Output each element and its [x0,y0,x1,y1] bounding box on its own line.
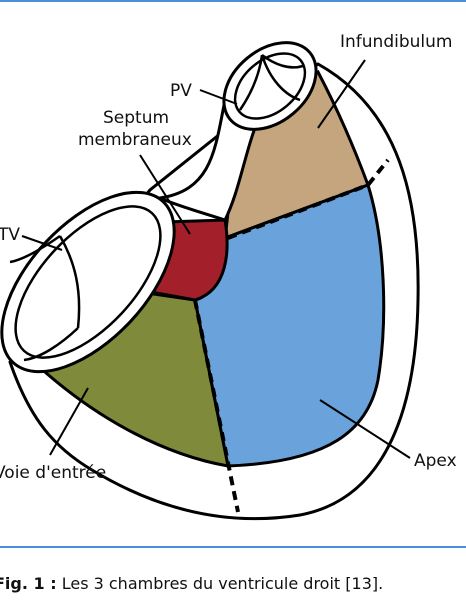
dashed-boundary-inlet [193,299,240,513]
label-infundibulum: Infundibulum [340,32,452,52]
label-apex: Apex [414,451,457,471]
tricuspid-valve [0,190,176,374]
leader-apex [319,399,411,459]
valve-neck [154,97,262,222]
right-ventricle-diagram: Infundibulum PV Septum membraneux TV Voi… [0,32,457,521]
caption-text: Les 3 chambres du ventricule droit [13]. [56,574,384,593]
figure-caption: Fig. 1 : Les 3 chambres du ventricule dr… [0,574,466,593]
leader-tv [21,235,63,251]
leader-septum [139,154,191,235]
label-tv: TV [0,225,20,245]
caption-prefix: Fig. 1 : [0,574,57,593]
leader-infundibulum [317,59,366,129]
pulmonary-valve [222,41,318,131]
leader-voie-entree [49,387,89,456]
top-rule [0,0,466,2]
leader-pv [199,89,238,105]
label-voie-entree: Voie d'entrée [0,463,106,483]
label-septum-line1: Septum [103,108,169,128]
label-septum-line2: membraneux [78,130,192,150]
label-pv: PV [170,81,192,101]
bottom-rule [0,546,466,548]
dashed-boundary-infundibulum [227,158,390,240]
